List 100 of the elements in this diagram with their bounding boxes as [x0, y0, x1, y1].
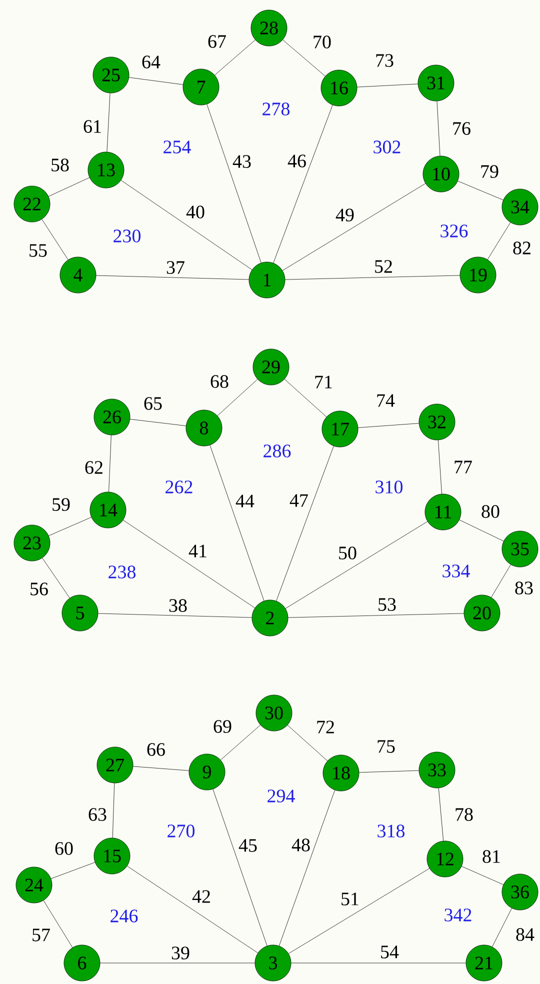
edge-line — [120, 180, 252, 270]
edge-line — [42, 219, 68, 260]
edge-label: 59 — [52, 498, 70, 511]
edge-label: 79 — [481, 165, 498, 178]
edge-line — [50, 862, 96, 879]
graph-node: 34 — [502, 188, 538, 226]
edge-label: 74 — [377, 394, 395, 407]
graph-node: 11 — [424, 494, 462, 530]
edge-line — [438, 788, 444, 842]
graph-node: 25 — [92, 56, 130, 94]
edge-line — [48, 517, 92, 536]
graph-node: 6 — [64, 944, 100, 982]
edge-label: 43 — [232, 155, 251, 168]
edge-line — [438, 440, 442, 494]
edge-label: 51 — [342, 892, 358, 906]
edge-label: 64 — [142, 56, 160, 68]
face-label: 262 — [166, 480, 192, 494]
edge-label: 84 — [516, 928, 534, 941]
face-label: 334 — [442, 564, 470, 578]
edge-line — [282, 183, 426, 271]
edge-line — [210, 445, 264, 601]
graph-node: 30 — [256, 694, 292, 732]
graph-node: 13 — [88, 152, 124, 188]
graph-node: 2 — [252, 600, 288, 636]
edge-line — [126, 866, 258, 954]
edge-label: 76 — [453, 122, 470, 135]
edge-label: 70 — [314, 36, 331, 48]
edge-line — [436, 100, 440, 156]
graph-node: 35 — [502, 530, 538, 568]
edge-label: 45 — [238, 839, 257, 852]
face-label: 286 — [264, 444, 291, 458]
edge-label: 78 — [456, 808, 473, 821]
edge-label: 67 — [208, 35, 226, 48]
graph-node: 24 — [16, 866, 52, 904]
face-label: 302 — [374, 140, 400, 154]
graph-node: 17 — [322, 410, 358, 448]
edge-line — [492, 908, 512, 947]
edge-line — [358, 770, 419, 773]
edge-line — [220, 724, 261, 760]
graph-node: 4 — [60, 256, 96, 294]
face-label: 342 — [444, 908, 472, 922]
graph-node: 28 — [250, 10, 288, 46]
edge-line — [100, 962, 255, 964]
edge-line — [461, 866, 504, 885]
graph-node: 33 — [418, 752, 456, 788]
edge-line — [458, 180, 504, 200]
edge-label: 72 — [317, 720, 334, 734]
graph-node: 26 — [94, 398, 130, 436]
edge-label: 68 — [210, 375, 228, 388]
face-label: 278 — [262, 102, 290, 116]
graph-node: 32 — [418, 404, 456, 440]
face-label: 230 — [114, 230, 141, 242]
edge-label: 65 — [144, 397, 162, 410]
edge-line — [212, 789, 268, 946]
edge-line — [291, 962, 466, 964]
edge-label: 57 — [32, 928, 50, 942]
graph-node: 5 — [62, 594, 98, 632]
edge-line — [106, 92, 110, 152]
graph-node: 23 — [14, 524, 50, 562]
edge-line — [128, 77, 184, 85]
edge-line — [278, 790, 336, 946]
graph-node: 14 — [90, 492, 126, 528]
graph-node: 16 — [320, 70, 358, 106]
edge-line — [487, 222, 511, 260]
edge-line — [112, 783, 115, 838]
edge-line — [96, 275, 249, 280]
graph-node: 12 — [426, 840, 464, 878]
edge-label: 77 — [454, 460, 472, 474]
face-label: 326 — [440, 224, 468, 238]
edge-line — [356, 84, 418, 88]
edge-label: 40 — [186, 206, 204, 218]
edge-line — [358, 423, 420, 428]
face-label: 294 — [268, 790, 295, 802]
edge-label: 66 — [147, 743, 165, 756]
edge-line — [108, 435, 112, 492]
face-label: 310 — [376, 480, 402, 494]
edge-label: 61 — [84, 120, 101, 133]
edge-line — [48, 177, 90, 197]
face-label: 254 — [164, 140, 191, 154]
edge-label: 55 — [30, 244, 47, 257]
edge-label: 63 — [88, 808, 106, 821]
graph-node: 22 — [14, 186, 50, 222]
edge-label: 82 — [513, 242, 530, 254]
edge-label: 81 — [482, 850, 500, 863]
edge-line — [42, 558, 70, 598]
edge-label: 71 — [315, 376, 332, 388]
edge-label: 41 — [188, 544, 206, 558]
edge-line — [491, 564, 511, 598]
graph-node: 21 — [466, 944, 502, 982]
graph-node: 3 — [254, 944, 292, 982]
edge-label: 46 — [288, 154, 306, 168]
edge-label: 73 — [376, 54, 394, 67]
edge-line — [43, 900, 73, 948]
graph-node: 8 — [186, 410, 222, 446]
edge-label: 83 — [515, 582, 533, 594]
graph-node: 31 — [418, 64, 454, 102]
edge-label: 38 — [169, 599, 187, 612]
edge-line — [284, 378, 327, 418]
edge-line — [217, 379, 258, 416]
edge-label: 75 — [378, 740, 395, 753]
